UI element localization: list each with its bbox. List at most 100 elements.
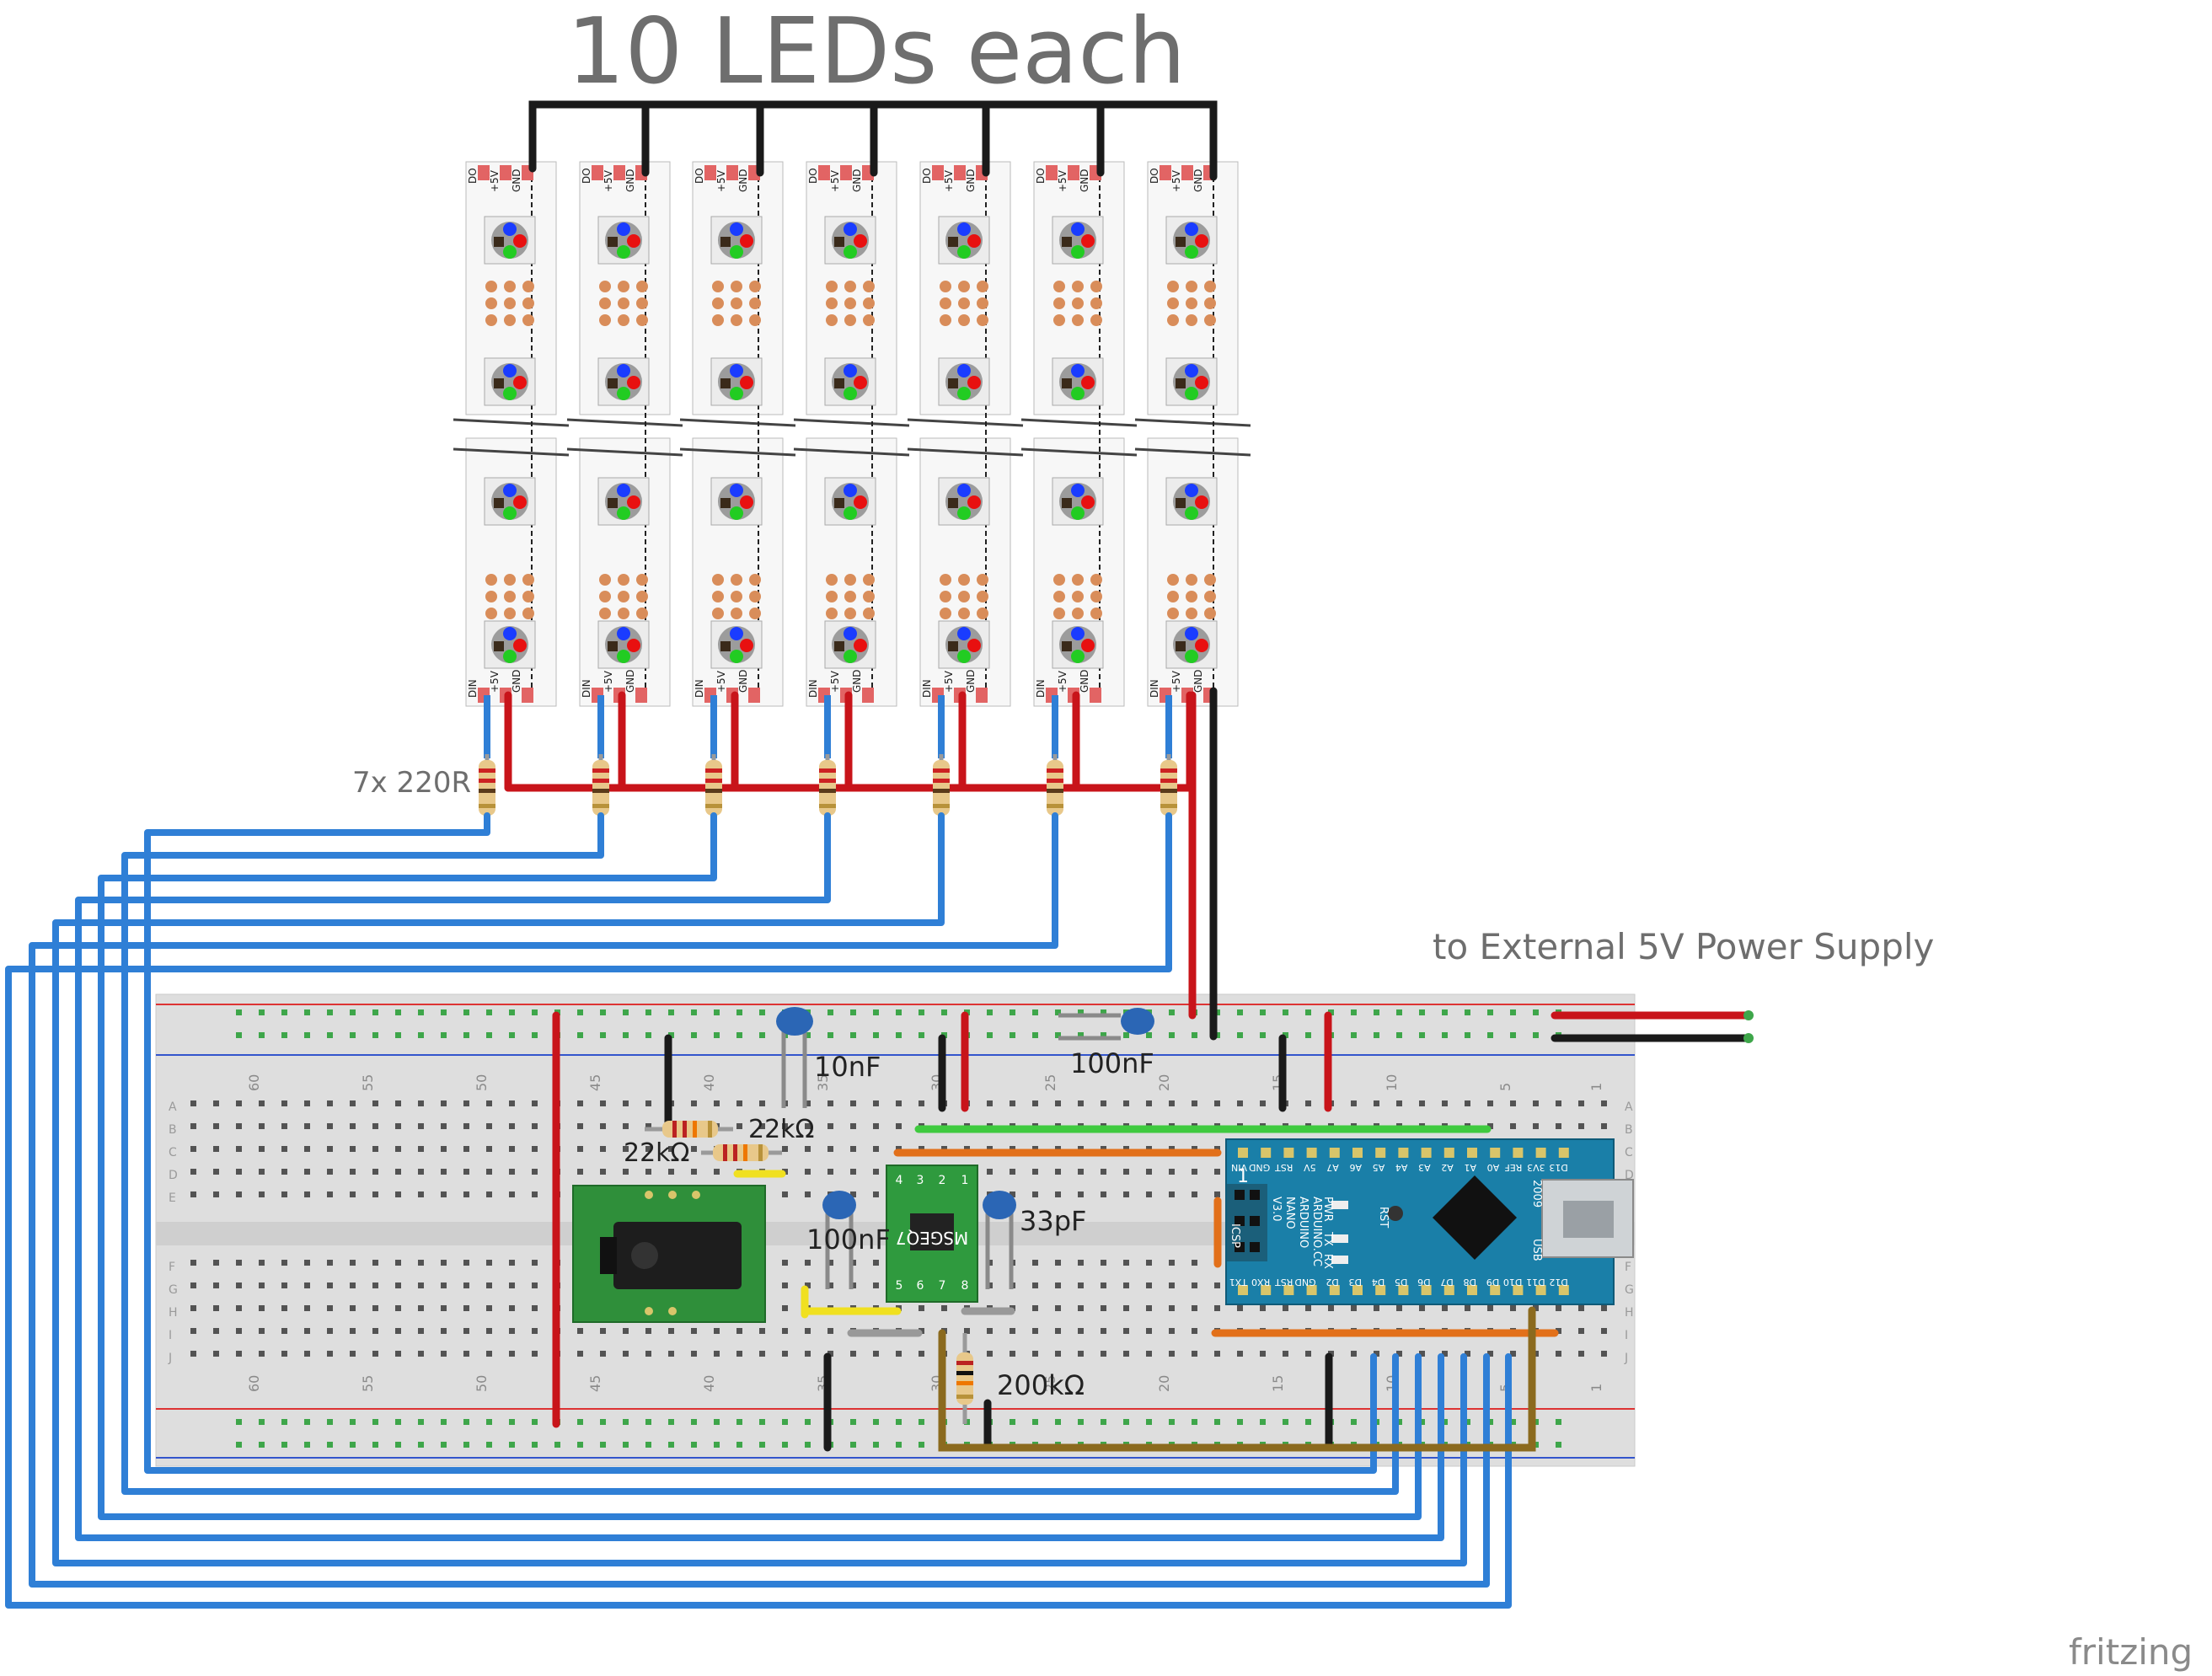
strip-solder-pad [712,281,724,292]
strip-solder-pad [958,574,970,586]
led-green-die [503,387,517,400]
arduino-pin-label: A2 [1441,1162,1454,1173]
led-green-die [1185,506,1198,520]
resistor-200k [956,1333,973,1424]
strip-solder-pad [522,281,534,292]
led-lens [832,626,869,663]
data-wire [29,812,1490,1588]
led-red-die [627,376,640,389]
led-green-die [957,506,971,520]
strip-solder-pad [1090,314,1102,326]
resistor-band [1160,779,1177,783]
strip-solder-pad [485,297,497,309]
row-letter: H [1625,1306,1634,1320]
resistor-label: 22kΩ [624,1138,689,1168]
resistor-band [479,779,495,783]
resistor-count-label: 7x 220R [352,766,471,800]
led-blue-die [503,222,517,236]
strip-solder-pad [863,591,875,602]
arduino-icsp: ICSP [1229,1224,1241,1248]
strip-pin-label: +5V [943,670,955,693]
led-green-die [617,506,630,520]
strip-solder-pad [1204,281,1216,292]
strip-pin-label: DIN [581,679,592,698]
arduino-pin-label: D6 [1417,1277,1430,1288]
row-letter: H [169,1306,178,1320]
strip-cut-mark [453,447,570,457]
strip-solder-pad [599,574,611,586]
led-red-die [1081,639,1095,652]
led-green-die [844,245,857,259]
strip-end-pad [500,165,511,180]
arduino-pin-pad [1443,1148,1454,1158]
led-red-die [967,495,981,509]
row-letter: G [1625,1283,1634,1297]
row-letter: J [1624,1352,1628,1365]
strip-solder-pad [1186,314,1197,326]
strip-pin-label: GND [511,669,522,693]
led-lens [1059,483,1096,520]
strip-solder-pad [522,297,534,309]
led-chip [1176,641,1186,651]
led-lens [491,483,528,520]
strip-pin-label: DO [694,168,705,184]
resistor-band [819,768,836,773]
strip-solder-pad [1072,591,1084,602]
strip-solder-pad [749,574,761,586]
led-red-die [1081,376,1095,389]
strip-solder-pad [977,281,988,292]
led-green-die [844,506,857,520]
strip-solder-pad [1167,314,1179,326]
arduino-pin-pad [1283,1148,1294,1158]
led-green-die [730,245,743,259]
strip-solder-pad [731,591,742,602]
strip-pin-label: GND [737,669,749,693]
strip-cut-mark [907,418,1024,427]
led-lens [605,483,642,520]
arduino-pin-pad [1421,1285,1432,1295]
led-red-die [967,376,981,389]
column-number: 20 [1156,1074,1172,1091]
strip-solder-pad [1167,591,1179,602]
arduino-pin-pad [1352,1148,1363,1158]
column-number: 10 [1384,1074,1400,1091]
led-chip [608,498,618,508]
strip-solder-pad [863,314,875,326]
strip-pin-label: GND [1192,169,1204,192]
arduino-pin-pad [1352,1285,1363,1295]
resistor-band [819,789,836,793]
row-letter: A [169,1100,177,1114]
led-lens [605,222,642,259]
resistor-band [592,768,609,773]
arduino-pin-label: A1 [1464,1162,1476,1173]
column-number: 25 [1042,1074,1058,1091]
resistor-band [933,789,950,793]
strip-solder-pad [958,281,970,292]
strip-end-pad [478,165,490,180]
strip-end-pad [862,688,874,703]
ic-label: MSGEQ7 [896,1228,969,1248]
strip-solder-pad [599,297,611,309]
strip-solder-pad [618,281,629,292]
led-blue-die [1185,627,1198,640]
arduino-pin-pad [1238,1285,1248,1295]
arduino-pin-pad [1558,1148,1569,1158]
column-number: 40 [701,1074,717,1091]
strip-solder-pad [940,297,951,309]
led-lens [1173,363,1210,400]
strip-solder-pad [844,608,856,619]
arduino-rx: RX [1321,1254,1334,1269]
row-letter: F [1625,1261,1631,1274]
row-letter: I [169,1329,172,1342]
led-green-die [957,387,971,400]
strip-solder-pad [1186,297,1197,309]
strip-solder-pad [940,591,951,602]
led-red-die [1195,376,1208,389]
strip-solder-pad [826,608,838,619]
row-letter: D [1625,1169,1634,1182]
led-blue-die [1071,222,1085,236]
strip-solder-pad [940,314,951,326]
strip-end-pad [1181,165,1193,180]
strip-pin-label: +5V [489,169,501,192]
